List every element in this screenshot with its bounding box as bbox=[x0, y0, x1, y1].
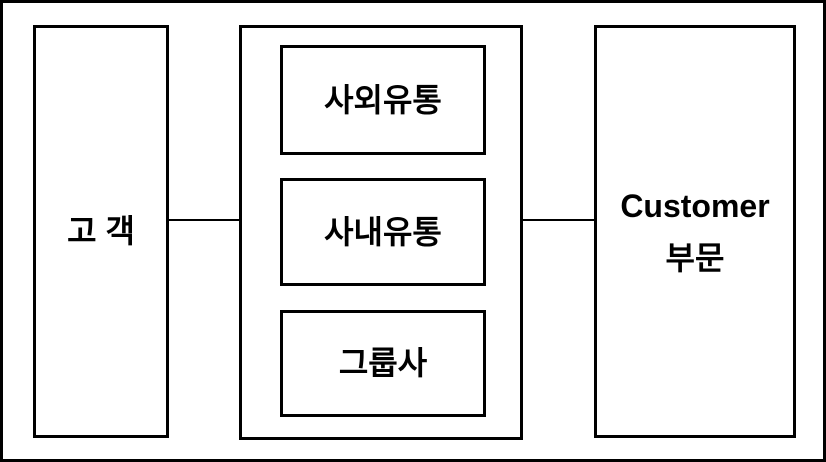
connector-right-line bbox=[523, 219, 594, 221]
connector-left-line bbox=[169, 219, 239, 221]
customer-box: 고 객 bbox=[33, 25, 169, 438]
internal-distribution-box: 사내유통 bbox=[280, 178, 486, 286]
group-company-box: 그룹사 bbox=[280, 310, 486, 417]
customer-division-label-line1: Customer bbox=[620, 187, 770, 224]
customer-box-label: 고 객 bbox=[67, 213, 135, 250]
customer-division-label-line2: 부문 bbox=[665, 239, 725, 276]
internal-distribution-label: 사내유통 bbox=[324, 213, 442, 250]
external-distribution-label: 사외유통 bbox=[324, 81, 442, 118]
group-company-label: 그룹사 bbox=[338, 345, 428, 382]
customer-division-box: Customer 부문 bbox=[594, 25, 796, 438]
external-distribution-box: 사외유통 bbox=[280, 45, 486, 155]
